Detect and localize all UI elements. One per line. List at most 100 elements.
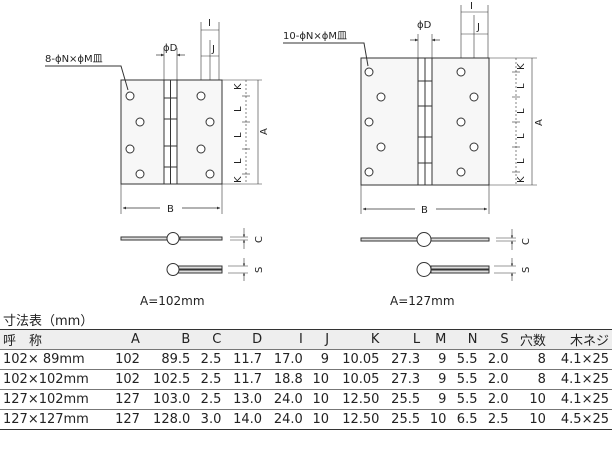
left-d-label: ϕD [163,43,178,54]
cell-i: 18.8 [265,369,306,390]
cell-b: 102.5 [142,369,194,390]
header-l: L [382,329,424,350]
left-l1-label: L [233,106,244,112]
right-hole-label: 10-ϕN×ϕM皿 [283,31,347,42]
cell-c: 2.5 [193,389,225,410]
cell-s: 2.0 [480,349,512,370]
left-hinge-drawing [45,22,262,281]
left-side-view-open [120,228,248,249]
cell-n: 5.5 [449,349,481,370]
cell-d: 13.0 [224,389,266,410]
right-side-view-open [360,229,516,250]
left-j-label: J [211,44,215,55]
header-holes: 穴数 [511,329,549,350]
cell-i: 17.0 [265,349,306,370]
cell-nominal: 102× 89mm [0,349,108,370]
right-k-bottom-label: K [516,176,527,183]
right-l1-label: L [516,83,527,89]
header-i: I [265,329,306,350]
cell-d: 11.7 [224,369,266,390]
left-c-label: C [254,236,265,243]
left-b-label: B [167,204,174,215]
cell-s: 2.5 [480,409,512,430]
cell-k: 12.50 [332,389,383,410]
cell-m: 9 [423,389,450,410]
cell-b: 128.0 [142,409,194,430]
right-s-label: S [521,267,532,273]
cell-l: 25.5 [382,389,424,410]
dimension-table: 呼 称 A B C D I J K L M N S 穴数 木ネジ 102× 89… [0,329,612,430]
left-knuckles [163,79,178,185]
table-title: 寸法表（mm） [3,314,94,329]
right-b-label: B [421,205,428,216]
cell-d: 11.7 [224,349,266,370]
cell-screw: 4.1×25 [548,349,612,370]
table-row: 127×127mm 127 128.0 3.0 14.0 24.0 10 12.… [0,409,612,430]
cell-k: 10.05 [332,369,383,390]
right-j-label: J [476,22,480,33]
left-k-bottom-label: K [233,176,244,183]
right-c-label: C [521,238,532,245]
left-caption: A=102mm [140,294,205,308]
cell-k: 10.05 [332,349,383,370]
cell-j: 10 [305,369,333,390]
cell-screw: 4.1×25 [548,389,612,410]
cell-k: 12.50 [332,409,383,430]
right-side-view-closed [416,258,516,281]
table-row: 102×102mm 102 102.5 2.5 11.7 18.8 10 10.… [0,369,612,390]
cell-n: 5.5 [449,369,481,390]
header-c: C [193,329,225,350]
cell-screw: 4.1×25 [548,369,612,390]
right-i-label: I [470,1,473,12]
cell-a: 102 [107,369,143,390]
header-screw: 木ネジ [548,329,612,350]
cell-m: 9 [423,349,450,370]
left-s-label: S [254,267,265,273]
cell-i: 24.0 [265,409,306,430]
cell-s: 2.0 [480,389,512,410]
header-s: S [480,329,512,350]
header-j: J [305,329,333,350]
header-k: K [332,329,383,350]
right-l3-label: L [516,133,527,139]
header-m: M [423,329,450,350]
right-a-label: A [534,119,545,126]
cell-n: 5.5 [449,389,481,410]
cell-n: 6.5 [449,409,481,430]
header-b: B [142,329,194,350]
right-d-label: ϕD [417,20,432,31]
header-nominal: 呼 称 [0,329,108,350]
right-caption: A=127mm [390,294,455,308]
cell-j: 10 [305,389,333,410]
hinge-drawings: 8-ϕN×ϕM皿 ϕD I J K L L L K A B C S A=102m… [45,1,545,308]
table-row: 127×102mm 127 103.0 2.5 13.0 24.0 10 12.… [0,389,612,410]
left-screw-holes [125,91,215,179]
left-a-label: A [259,128,270,135]
cell-a: 127 [107,409,143,430]
right-screw-holes [364,67,479,177]
right-l4-label: L [516,158,527,164]
cell-c: 2.5 [193,349,225,370]
left-l3-label: L [233,158,244,164]
cell-a: 102 [107,349,143,370]
table-header-row: 呼 称 A B C D I J K L M N S 穴数 木ネジ [0,329,612,350]
right-hinge-drawing [283,5,537,281]
cell-j: 10 [305,409,333,430]
cell-holes: 8 [511,349,549,370]
left-side-view-closed [166,258,248,281]
cell-s: 2.0 [480,369,512,390]
cell-b: 103.0 [142,389,194,410]
cell-m: 10 [423,409,450,430]
header-n: N [449,329,481,350]
left-k-top-label: K [233,83,244,90]
cell-c: 3.0 [193,409,225,430]
cell-nominal: 127×102mm [0,389,108,410]
cell-l: 27.3 [382,349,424,370]
table-row: 102× 89mm 102 89.5 2.5 11.7 17.0 9 10.05… [0,349,612,370]
cell-l: 27.3 [382,369,424,390]
cell-b: 89.5 [142,349,194,370]
cell-a: 127 [107,389,143,410]
cell-holes: 10 [511,389,549,410]
cell-i: 24.0 [265,389,306,410]
cell-m: 9 [423,369,450,390]
